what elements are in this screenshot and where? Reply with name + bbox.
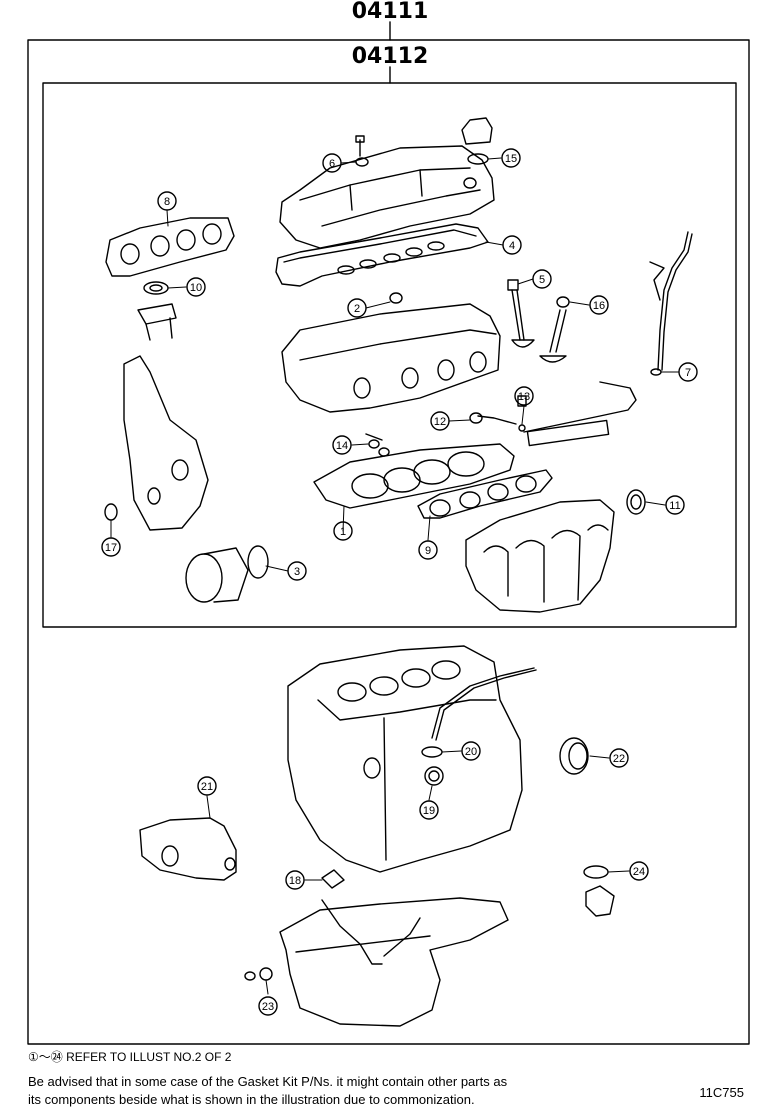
plug-tube-seals bbox=[365, 433, 390, 457]
drain-plug-gasket bbox=[244, 967, 273, 981]
cylinder-head bbox=[281, 303, 501, 413]
callout-6: 6 bbox=[322, 153, 342, 173]
callout-23-label: 23 bbox=[262, 1001, 274, 1013]
outer-kit-code: 04111 bbox=[352, 0, 429, 24]
callout-4: 4 bbox=[502, 235, 522, 255]
callout-11-label: 11 bbox=[669, 500, 680, 512]
callout-3-label: 3 bbox=[294, 566, 300, 578]
callout-6-label: 6 bbox=[329, 158, 335, 170]
callout-7-label: 7 bbox=[685, 367, 691, 379]
cover-bolt bbox=[355, 135, 369, 167]
crank-rear-oil-seal bbox=[559, 737, 589, 775]
callout-1-label: 1 bbox=[340, 526, 346, 538]
oil-filter-seal bbox=[424, 766, 444, 786]
illustration-id: 11C755 bbox=[699, 1085, 744, 1100]
gauge-guide-gasket bbox=[421, 746, 443, 758]
intake-manifold-gasket bbox=[417, 469, 553, 519]
callout-18-label: 18 bbox=[289, 875, 301, 887]
callout-3: 3 bbox=[287, 561, 307, 581]
callout-24-label: 24 bbox=[633, 866, 645, 878]
exhaust-pipe-gasket bbox=[137, 281, 177, 341]
callout-14: 14 bbox=[332, 435, 352, 455]
oil-filter-bracket bbox=[583, 865, 615, 917]
leader-lines bbox=[110, 157, 680, 995]
callout-7: 7 bbox=[678, 362, 698, 382]
callout-8: 8 bbox=[157, 191, 177, 211]
advisory-line-1: Be advised that in some case of the Gask… bbox=[28, 1074, 508, 1089]
callout-21: 21 bbox=[197, 776, 217, 796]
callout-9-label: 9 bbox=[425, 545, 431, 557]
throttle-body-gasket bbox=[626, 489, 646, 515]
cylinder-head-cover bbox=[279, 145, 495, 249]
callout-17: 17 bbox=[101, 537, 121, 557]
oil-gauge-tube-inner bbox=[435, 669, 537, 741]
callout-13: 13 bbox=[514, 386, 534, 406]
callout-5: 5 bbox=[532, 269, 552, 289]
callout-1: 1 bbox=[333, 521, 353, 541]
callout-14-label: 14 bbox=[336, 440, 348, 452]
timing-chain-cover bbox=[123, 355, 209, 531]
advisory-line-2: its components beside what is shown in t… bbox=[28, 1092, 475, 1107]
cylinder-head-gasket bbox=[313, 443, 515, 509]
callout-22-label: 22 bbox=[613, 753, 625, 765]
callout-16: 16 bbox=[589, 295, 609, 315]
callout-15: 15 bbox=[501, 148, 521, 168]
callout-11: 11 bbox=[665, 495, 685, 515]
inner-kit-code: 04112 bbox=[352, 44, 429, 69]
callout-12: 12 bbox=[430, 411, 450, 431]
callout-2: 2 bbox=[347, 298, 367, 318]
callout-9: 9 bbox=[418, 540, 438, 560]
crank-front-oil-seal bbox=[104, 503, 118, 521]
callout-10: 10 bbox=[186, 277, 206, 297]
callout-22: 22 bbox=[609, 748, 629, 768]
fuel-injector-rail bbox=[469, 381, 637, 447]
oil-gauge-tube bbox=[431, 667, 535, 739]
callout-20-label: 20 bbox=[465, 746, 477, 758]
cylinder-block bbox=[287, 645, 523, 873]
intake-valve-assembly bbox=[507, 279, 535, 348]
callout-4-label: 4 bbox=[509, 240, 515, 252]
callout-23: 23 bbox=[258, 996, 278, 1016]
head-plug bbox=[389, 292, 403, 304]
callout-5-label: 5 bbox=[539, 274, 545, 286]
oil-pump-cover bbox=[139, 817, 237, 881]
refer-illustration-note: ①～㉔ REFER TO ILLUST NO.2 OF 2 bbox=[28, 1050, 232, 1064]
oil-level-gauge-guide bbox=[649, 231, 693, 376]
callout-10-label: 10 bbox=[190, 282, 202, 294]
callout-17-label: 17 bbox=[105, 542, 117, 554]
exhaust-valve-assembly bbox=[539, 296, 570, 363]
callout-24: 24 bbox=[629, 861, 649, 881]
callout-15-label: 15 bbox=[505, 153, 517, 165]
strainer-gasket bbox=[321, 869, 345, 889]
exhaust-manifold-gasket bbox=[105, 217, 235, 277]
head-cover-gasket bbox=[275, 223, 489, 287]
callout-13-label: 13 bbox=[518, 391, 530, 403]
callout-12-label: 12 bbox=[434, 416, 446, 428]
callout-16-label: 16 bbox=[593, 300, 605, 312]
callout-20: 20 bbox=[461, 741, 481, 761]
callout-19: 19 bbox=[419, 800, 439, 820]
callout-8-label: 8 bbox=[164, 196, 170, 208]
callout-2-label: 2 bbox=[354, 303, 360, 315]
callout-18: 18 bbox=[285, 870, 305, 890]
intake-manifold bbox=[465, 499, 615, 613]
callout-19-label: 19 bbox=[423, 805, 435, 817]
outer-kit-frame bbox=[27, 39, 750, 1045]
callout-21-label: 21 bbox=[201, 781, 213, 793]
water-pump bbox=[185, 545, 269, 603]
inner-kit-frame bbox=[42, 82, 737, 628]
oil-pan bbox=[279, 897, 509, 1027]
